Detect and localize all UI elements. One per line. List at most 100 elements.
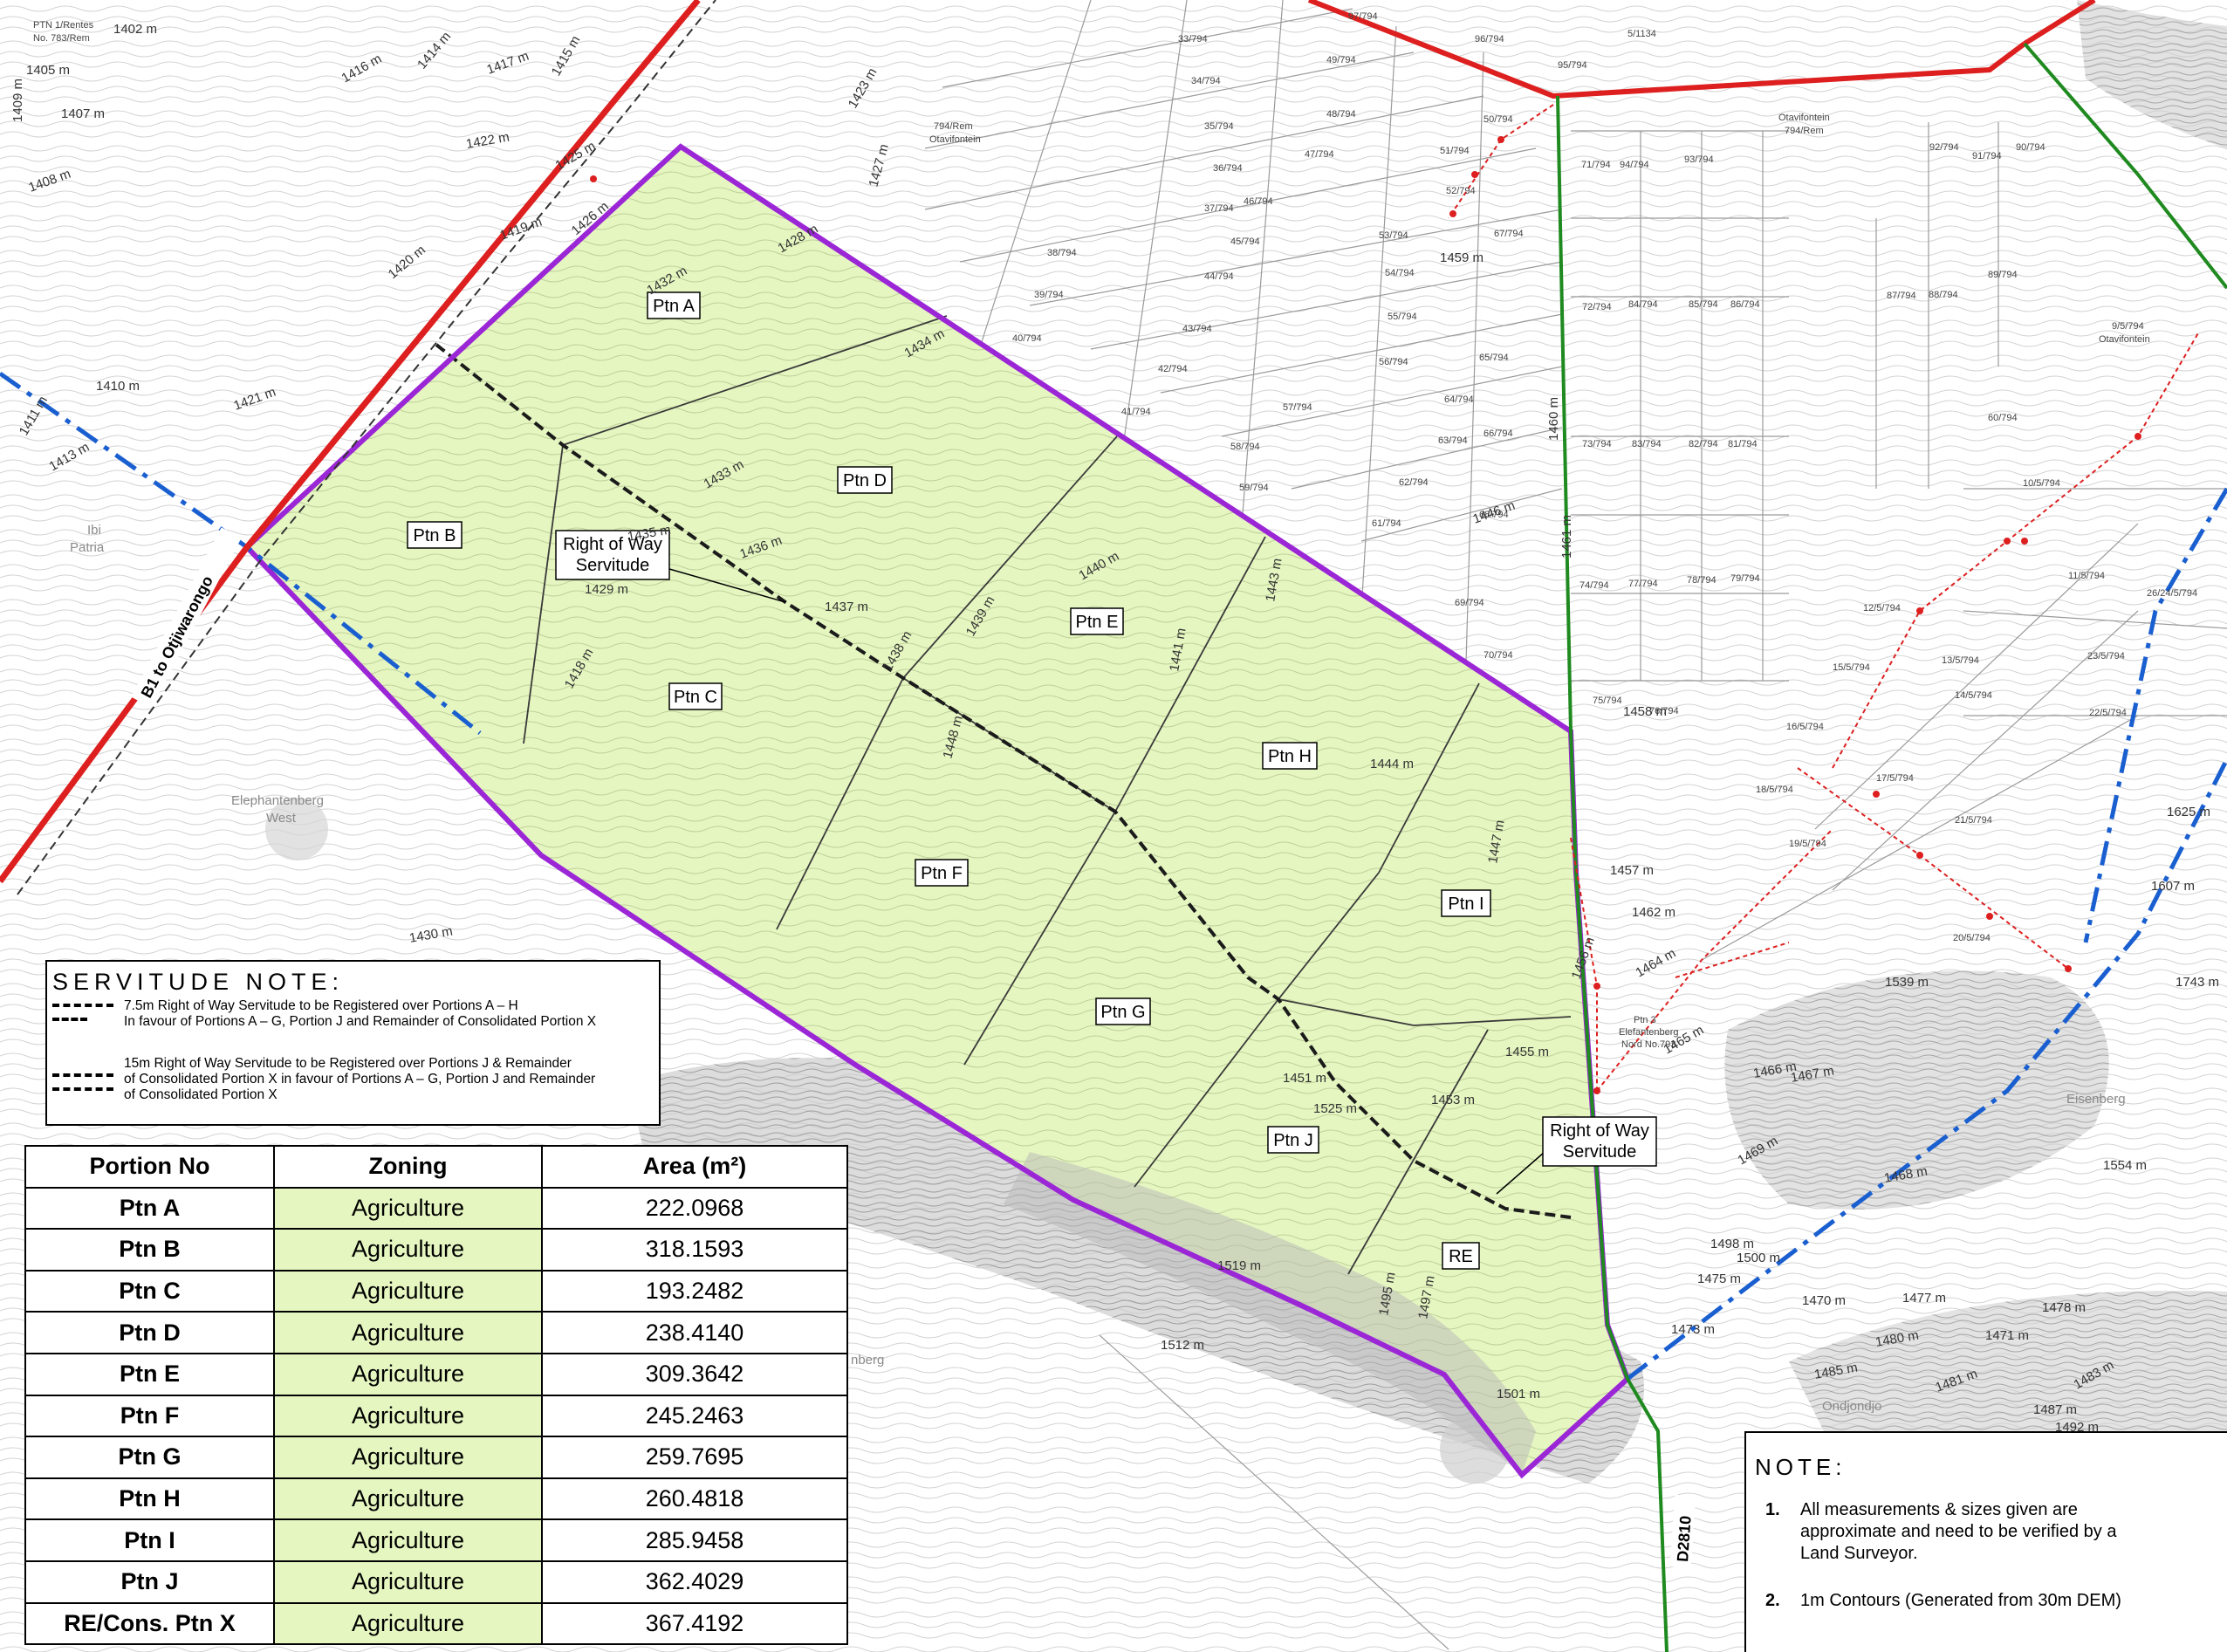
farm-number: 42/794 bbox=[1158, 364, 1188, 374]
servitude-note-item: 15m Right of Way Servitude to be Registe… bbox=[52, 1056, 648, 1103]
farm-number: 20/5/794 bbox=[1953, 933, 1991, 943]
cell-zoning: Agriculture bbox=[273, 1186, 543, 1230]
farm-number: 70/794 bbox=[1484, 650, 1513, 661]
contour-label: 1461 m bbox=[1559, 515, 1574, 559]
svg-text:Otavifontein: Otavifontein bbox=[929, 134, 981, 145]
contour-label: 1492 m bbox=[2055, 1420, 2099, 1435]
svg-text:Ptn B: Ptn B bbox=[414, 526, 456, 545]
cell-area: 238.4140 bbox=[541, 1311, 848, 1354]
servitude-note-text: of Consolidated Portion X bbox=[124, 1087, 278, 1102]
farm-number: 10/5/794 bbox=[2023, 478, 2060, 489]
servitude-note-text: 15m Right of Way Servitude to be Registe… bbox=[124, 1056, 572, 1071]
servitude-callout-2: Right of Way Servitude bbox=[1542, 1116, 1657, 1167]
column-header-portion: Portion No bbox=[24, 1145, 275, 1189]
contour-label: 1498 m bbox=[1710, 1237, 1754, 1251]
farm-number: 37/794 bbox=[1204, 203, 1234, 214]
farm-number: 40/794 bbox=[1012, 333, 1042, 344]
farm-number: 13/5/794 bbox=[1942, 655, 1979, 666]
svg-text:Ptn J: Ptn J bbox=[1273, 1131, 1313, 1150]
svg-text:Otavifontein: Otavifontein bbox=[1778, 113, 1830, 123]
svg-text:Right of Way: Right of Way bbox=[563, 535, 662, 554]
farm-number: 82/794 bbox=[1689, 439, 1718, 449]
svg-text:Elephantenberg: Elephantenberg bbox=[231, 793, 324, 808]
farm-number: 59/794 bbox=[1239, 483, 1269, 493]
farm-number: 12/5/794 bbox=[1863, 603, 1901, 614]
contour-label: 1455 m bbox=[1505, 1045, 1549, 1059]
portion-label-d: Ptn D bbox=[837, 466, 893, 494]
svg-text:Ptn 3: Ptn 3 bbox=[1634, 1015, 1656, 1025]
cell-portion: Ptn D bbox=[24, 1311, 275, 1354]
cell-zoning: Agriculture bbox=[273, 1394, 543, 1438]
farm-numbers: 97/79496/79495/7945/113433/79449/79434/7… bbox=[1012, 11, 2197, 943]
farm-number: 21/5/794 bbox=[1955, 815, 1992, 826]
cell-zoning: Agriculture bbox=[273, 1518, 543, 1562]
farm-number: 71/794 bbox=[1581, 160, 1611, 170]
cell-zoning: Agriculture bbox=[273, 1601, 543, 1646]
portion-label-e: Ptn E bbox=[1070, 607, 1124, 635]
farm-number: 41/794 bbox=[1121, 407, 1151, 417]
contour-label: 1478 m bbox=[2042, 1300, 2086, 1315]
svg-text:nberg: nberg bbox=[851, 1353, 884, 1368]
farm-number: 90/794 bbox=[2016, 142, 2045, 153]
general-note-title: NOTE: bbox=[1755, 1454, 1847, 1480]
cell-zoning: Agriculture bbox=[273, 1477, 543, 1521]
cell-portion: Ptn H bbox=[24, 1477, 275, 1521]
contour-label: 1471 m bbox=[1985, 1328, 2029, 1343]
cell-portion: Ptn A bbox=[24, 1186, 275, 1230]
portion-label-g: Ptn G bbox=[1095, 997, 1151, 1025]
farm-number: 45/794 bbox=[1230, 236, 1260, 247]
contour-label: 1554 m bbox=[2103, 1158, 2147, 1173]
note-number: 2. bbox=[1765, 1591, 1780, 1610]
farm-number: 17/5/794 bbox=[1876, 773, 1914, 784]
portion-label-j: Ptn J bbox=[1267, 1126, 1319, 1154]
contour-label: 1501 m bbox=[1497, 1387, 1540, 1402]
farm-number: 96/794 bbox=[1475, 34, 1504, 45]
servitude-note: SERVITUDE NOTE: 7.5m Right of Way Servit… bbox=[45, 960, 661, 1126]
svg-text:Nord No.793: Nord No.793 bbox=[1621, 1039, 1675, 1050]
farm-number: 72/794 bbox=[1582, 302, 1612, 312]
cell-portion: Ptn B bbox=[24, 1228, 275, 1272]
portion-label-c: Ptn C bbox=[668, 682, 723, 710]
farm-number: 11/5/794 bbox=[2068, 571, 2105, 581]
farm-number: 68/794 bbox=[1479, 510, 1509, 520]
servitude-callout-1: Right of Way Servitude bbox=[555, 530, 670, 580]
note-number: 1. bbox=[1765, 1500, 1780, 1519]
place-labels: Ibi Patria Elephantenberg West Eisenberg… bbox=[33, 20, 2150, 1414]
cell-portion: Ptn G bbox=[24, 1436, 275, 1479]
note-text: All measurements & sizes given are bbox=[1800, 1500, 2078, 1519]
contour-label: 1607 m bbox=[2151, 879, 2195, 894]
contour-label: 1500 m bbox=[1737, 1251, 1780, 1265]
cell-portion: RE/Cons. Ptn X bbox=[24, 1601, 275, 1646]
cell-portion: Ptn I bbox=[24, 1518, 275, 1562]
contour-label: 1625 m bbox=[2167, 805, 2210, 819]
farm-number: 67/794 bbox=[1494, 229, 1524, 239]
note-text: Land Surveyor. bbox=[1800, 1544, 1918, 1563]
svg-text:Ptn A: Ptn A bbox=[653, 297, 695, 316]
contour-label: 1475 m bbox=[1697, 1272, 1741, 1286]
svg-text:Ptn E: Ptn E bbox=[1076, 613, 1119, 632]
farm-number: 69/794 bbox=[1455, 598, 1484, 608]
cell-zoning: Agriculture bbox=[273, 1559, 543, 1604]
farm-number: 46/794 bbox=[1244, 196, 1273, 207]
portion-label-re: RE bbox=[1442, 1242, 1480, 1270]
contour-label: 1470 m bbox=[1802, 1293, 1846, 1308]
farm-number: 65/794 bbox=[1479, 353, 1509, 363]
contour-label: 1519 m bbox=[1217, 1258, 1261, 1273]
farm-number: 64/794 bbox=[1444, 394, 1474, 405]
contour-label: 1458 m bbox=[1623, 704, 1667, 719]
contour-label: 1405 m bbox=[26, 63, 70, 78]
farm-number: 88/794 bbox=[1929, 290, 1958, 300]
servitude-note-text: In favour of Portions A – G, Portion J a… bbox=[124, 1014, 597, 1029]
farm-number: 75/794 bbox=[1593, 696, 1622, 706]
farm-number: 73/794 bbox=[1582, 439, 1612, 449]
farm-number: 74/794 bbox=[1579, 580, 1609, 591]
contour-label: 1407 m bbox=[61, 106, 105, 121]
farm-number: 16/5/794 bbox=[1786, 722, 1824, 732]
contour-label: 1743 m bbox=[2176, 975, 2219, 990]
svg-text:Ptn I: Ptn I bbox=[1448, 895, 1484, 914]
svg-text:Ptn D: Ptn D bbox=[843, 471, 887, 490]
